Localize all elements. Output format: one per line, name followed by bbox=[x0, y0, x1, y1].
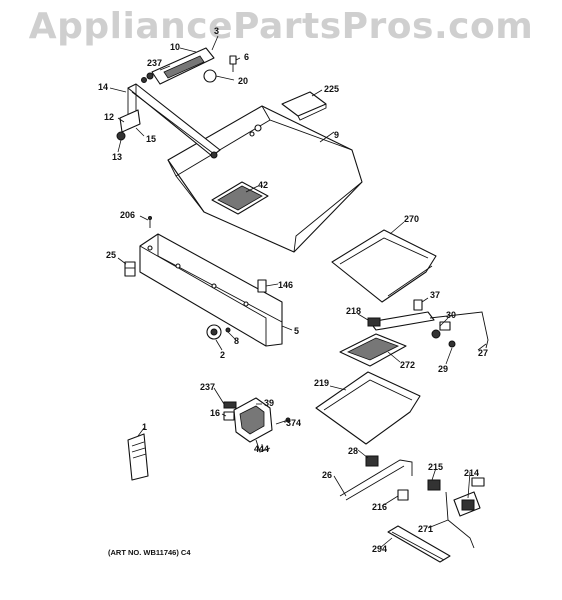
callout-label: 20 bbox=[238, 76, 248, 86]
part-39-gas-valve bbox=[223, 397, 291, 453]
callout-label: 237 bbox=[200, 382, 215, 392]
callout-label: 42 bbox=[258, 180, 268, 190]
part-214-igniter bbox=[427, 477, 485, 549]
callout-label: 37 bbox=[430, 290, 440, 300]
part-2-knob bbox=[206, 324, 231, 340]
part-1-manual bbox=[127, 433, 149, 481]
callout-label: 25 bbox=[106, 250, 116, 260]
callout-label: 216 bbox=[372, 502, 387, 512]
part-272-spreader bbox=[339, 333, 407, 367]
callout-label: 215 bbox=[428, 462, 443, 472]
callout-label: 14 bbox=[98, 82, 108, 92]
part-219-baffle bbox=[315, 371, 421, 445]
part-6-screw bbox=[229, 55, 237, 72]
callout-label: 26 bbox=[322, 470, 332, 480]
callout-label: 15 bbox=[146, 134, 156, 144]
part-25-clip bbox=[124, 261, 136, 277]
callout-label: 27 bbox=[478, 348, 488, 358]
callout-labels: 237 10 3 6 20 14 225 12 15 13 9 42 206 2… bbox=[98, 26, 488, 554]
callout-label: 8 bbox=[234, 336, 239, 346]
callout-label: 12 bbox=[104, 112, 114, 122]
callout-label: 3 bbox=[214, 26, 219, 36]
part-218-broil-burner bbox=[367, 311, 489, 349]
part-294-bracket bbox=[387, 525, 451, 563]
part-37-clip bbox=[413, 299, 423, 311]
callout-label: 28 bbox=[348, 446, 358, 456]
part-26-bake-burner bbox=[339, 455, 413, 501]
part-225-plate bbox=[281, 91, 327, 121]
callout-label: 294 bbox=[372, 544, 387, 554]
callout-label: 374 bbox=[286, 418, 301, 428]
art-number-caption: (ART NO. WB11746) C4 bbox=[108, 548, 191, 557]
callout-label: 16 bbox=[210, 408, 220, 418]
callout-label: 444 bbox=[254, 444, 269, 454]
callout-label: 206 bbox=[120, 210, 135, 220]
callout-label: 146 bbox=[278, 280, 293, 290]
part-146-fastener bbox=[257, 279, 267, 293]
callout-label: 270 bbox=[404, 214, 419, 224]
callout-label: 2 bbox=[220, 350, 225, 360]
callout-label: 39 bbox=[264, 398, 274, 408]
callout-label: 10 bbox=[170, 42, 180, 52]
callout-label: 5 bbox=[294, 326, 299, 336]
callout-label: 29 bbox=[438, 364, 448, 374]
part-14-manifold bbox=[116, 47, 221, 159]
part-5-front-panel bbox=[139, 233, 283, 347]
callout-label: 13 bbox=[112, 152, 122, 162]
leader-lines bbox=[109, 35, 487, 549]
part-9-burner-box bbox=[167, 105, 363, 253]
callout-label: 6 bbox=[244, 52, 249, 62]
part-270-shield bbox=[331, 229, 437, 303]
callout-label: 272 bbox=[400, 360, 415, 370]
callout-label: 30 bbox=[446, 310, 456, 320]
callout-label: 237 bbox=[147, 58, 162, 68]
callout-label: 9 bbox=[334, 130, 339, 140]
callout-label: 1 bbox=[142, 422, 147, 432]
callout-label: 225 bbox=[324, 84, 339, 94]
callout-label: 219 bbox=[314, 378, 329, 388]
callout-label: 271 bbox=[418, 524, 433, 534]
callout-label: 218 bbox=[346, 306, 361, 316]
watermark-logo: AppliancePartsPros.com bbox=[28, 6, 534, 47]
part-206-pin bbox=[148, 216, 152, 228]
callout-label: 214 bbox=[464, 468, 479, 478]
